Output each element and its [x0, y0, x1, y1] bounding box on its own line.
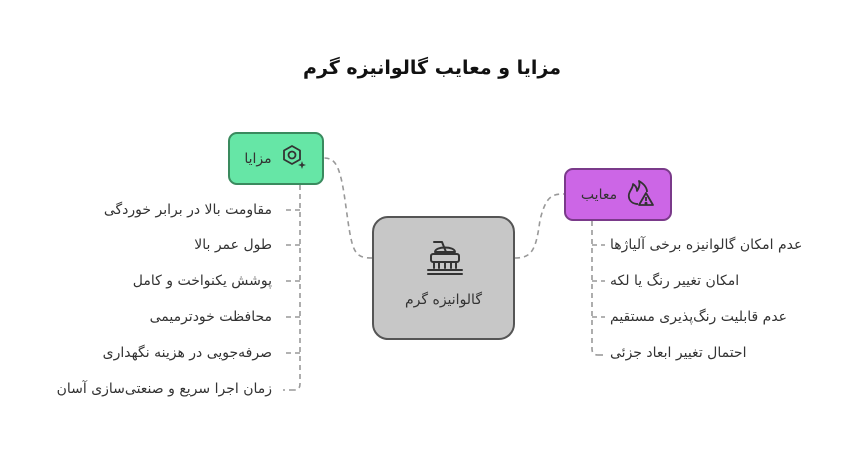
- pros-item: پوشش یکنواخت و کامل: [132, 273, 272, 289]
- connector-center-cons: [514, 193, 565, 259]
- connector-cons-trunk: [591, 221, 599, 356]
- center-node: گالوانیزه گرم: [372, 216, 515, 340]
- connector-pros-trunk: [293, 185, 301, 391]
- pros-label: مزایا: [244, 150, 272, 167]
- cons-node: معایب: [564, 168, 672, 221]
- pros-item: محافظت خودترمیمی: [149, 309, 272, 325]
- diagram-title: مزایا و معایب گالوانیزه گرم: [303, 57, 561, 79]
- hexagon-nut-sparkle-icon: [280, 143, 308, 175]
- cons-item: عدم امکان گالوانیزه برخی آلیاژها: [610, 237, 803, 253]
- connector-center-pros: [323, 157, 373, 259]
- pros-node: مزایا: [228, 132, 324, 185]
- cons-item: عدم قابلیت رنگ‌پذیری مستقیم: [610, 309, 788, 325]
- pros-item: طول عمر بالا: [194, 237, 272, 253]
- pros-item: مقاومت بالا در برابر خوردگی: [103, 202, 272, 218]
- cons-label: معایب: [580, 186, 618, 203]
- pros-item: صرفه‌جویی در هزینه نگهداری: [102, 345, 272, 361]
- pros-item: زمان اجرا سریع و صنعتی‌سازی آسان: [56, 381, 272, 397]
- center-label: گالوانیزه گرم: [404, 292, 482, 308]
- fire-warning-icon: [625, 178, 655, 212]
- cons-item: امکان تغییر رنگ یا لکه: [610, 273, 740, 289]
- galvanizing-bath-icon: [424, 238, 466, 278]
- cons-item: احتمال تغییر ابعاد جزئی: [610, 345, 747, 361]
